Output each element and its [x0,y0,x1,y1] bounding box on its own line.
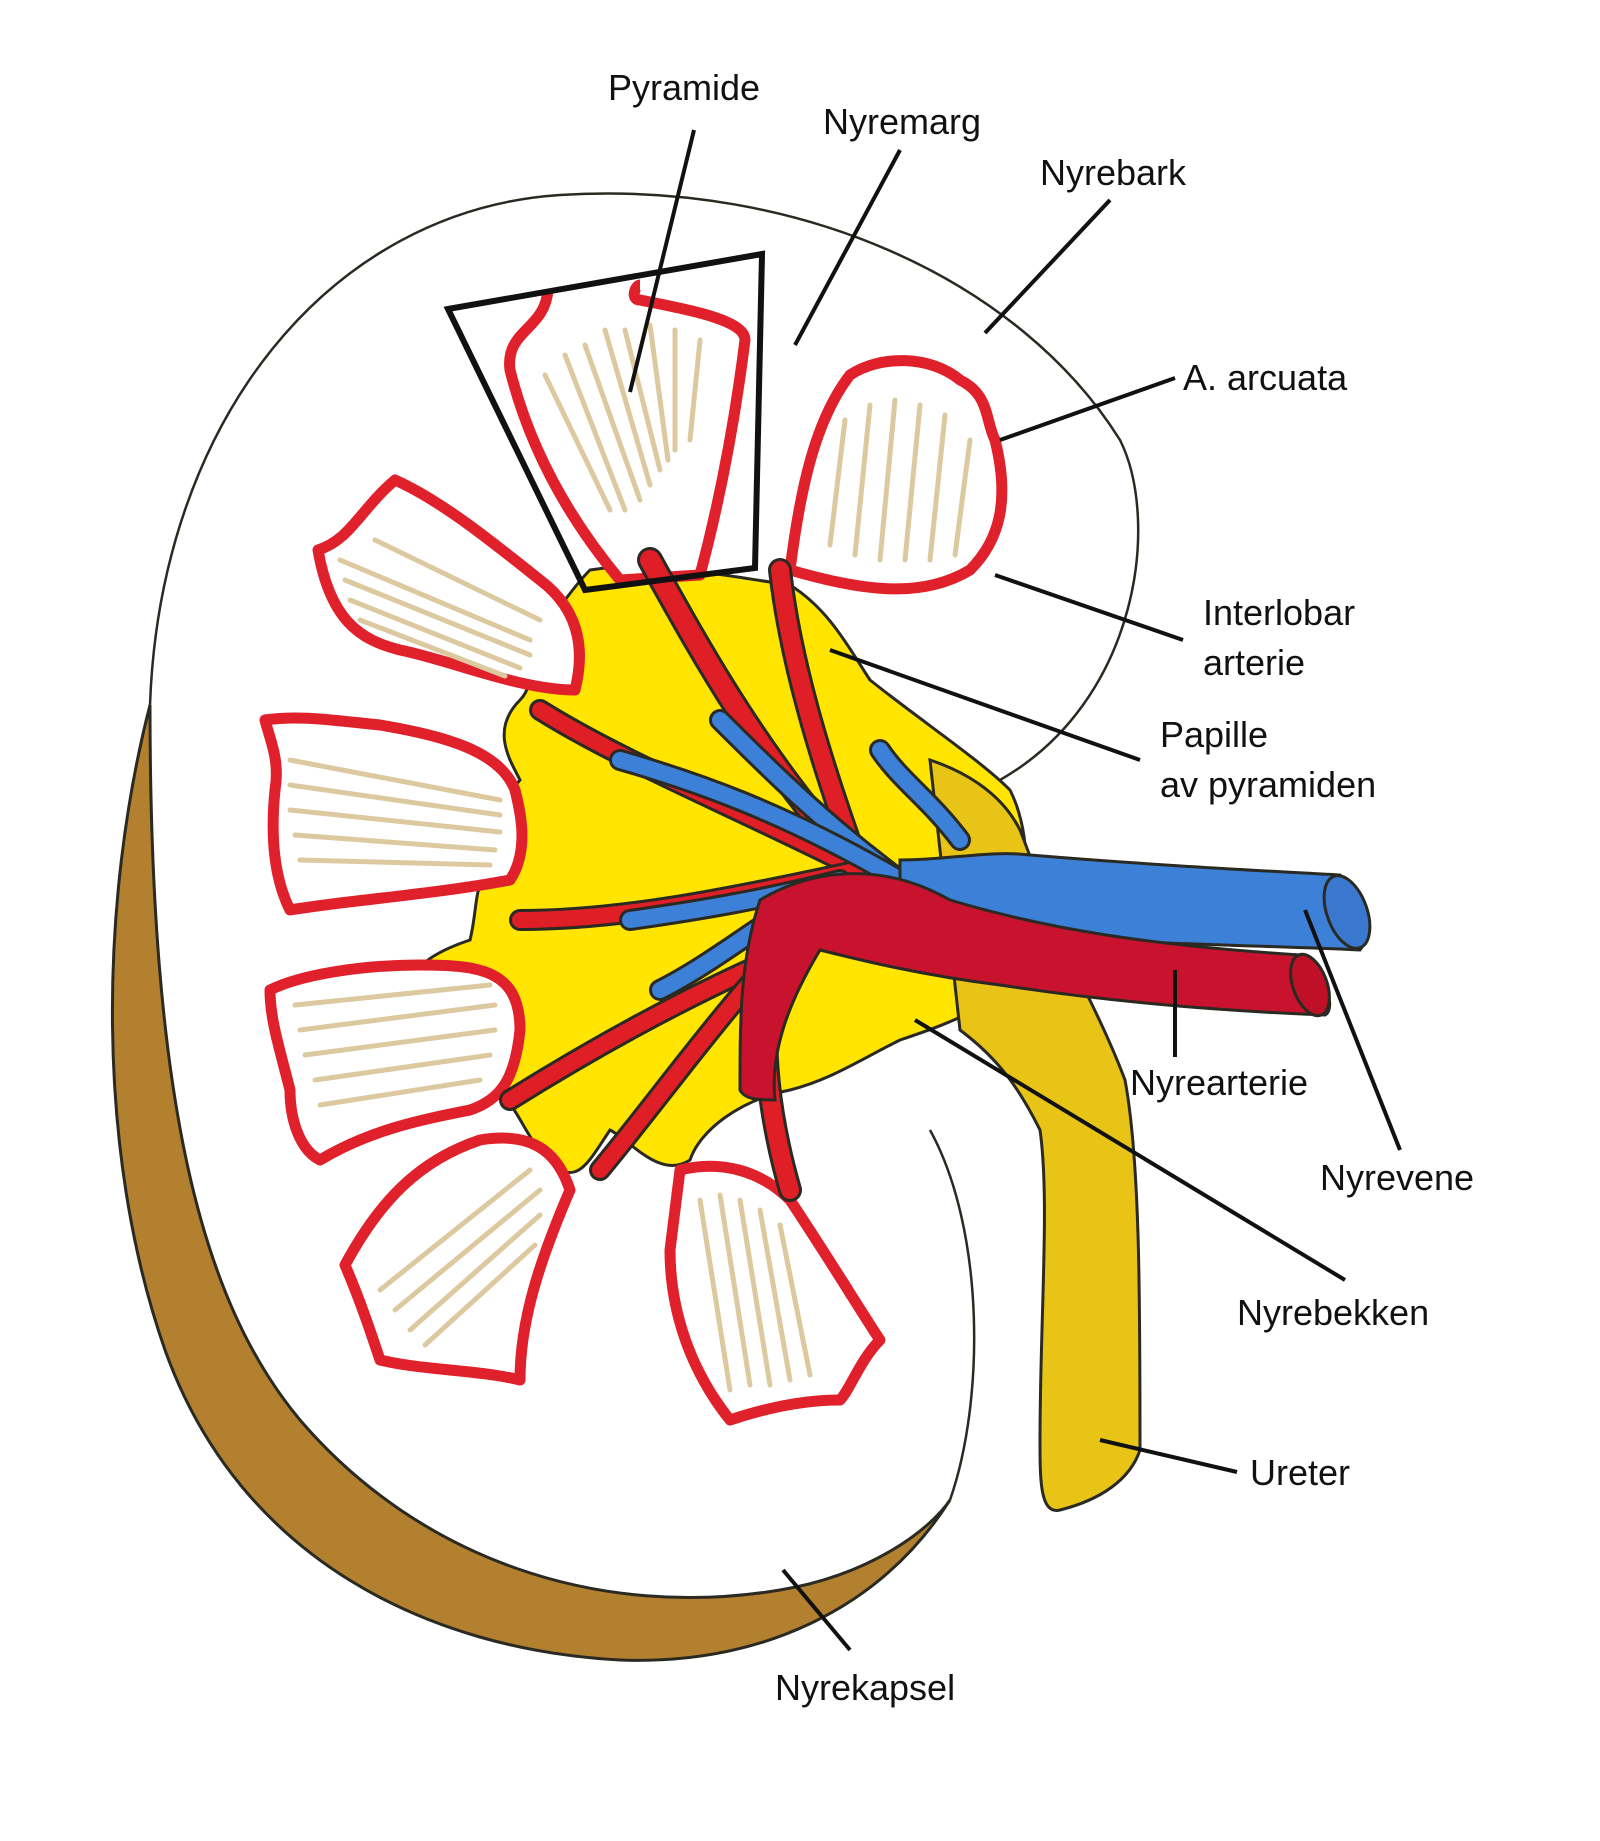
renal-vein-opening [1322,874,1372,950]
label-interlobar-1: Interlobar [1203,592,1355,633]
label-nyrekapsel: Nyrekapsel [775,1667,955,1708]
label-interlobar-2: arterie [1203,642,1305,683]
leader-ureter [1099,1438,1238,1474]
label-nyrebark: Nyrebark [1040,152,1187,193]
leader-nyrevene [1303,909,1402,1151]
pyramid-left [259,712,528,916]
renal-capsule [110,704,952,1662]
leader-pyramide [628,129,696,393]
pyramid-upper-left [312,474,585,696]
pyramid-bottom [664,1160,886,1426]
renal-artery-opening [1289,952,1331,1018]
label-papille-1: Papille [1160,714,1268,755]
label-nyrearterie: Nyrearterie [1130,1062,1308,1103]
kidney-outline [148,192,1140,1501]
label-papille-2: av pyramiden [1160,764,1376,805]
leader-nyrekapsel [781,1568,852,1652]
label-a-arcuata: A. arcuata [1183,357,1348,398]
renal-artery [738,872,1332,1102]
pyramid-lower-left [264,959,526,1166]
label-nyrevene: Nyrevene [1320,1157,1474,1198]
label-ureter: Ureter [1250,1452,1350,1493]
leader-nyremarg [793,149,902,346]
leader-papille [829,648,1141,762]
pyramid-bottom-left [339,1132,576,1386]
label-nyrebekken: Nyrebekken [1237,1292,1429,1333]
leader-interlobar [994,573,1184,642]
leader-nyrebekken [913,1018,1347,1282]
pyramid-upper-right [784,355,1008,595]
label-nyremarg: Nyremarg [823,101,981,142]
pyramid-top [504,279,751,586]
leader-a-arcuata [999,376,1176,442]
leader-nyrebark [983,198,1112,335]
label-pyramide: Pyramide [608,67,760,108]
